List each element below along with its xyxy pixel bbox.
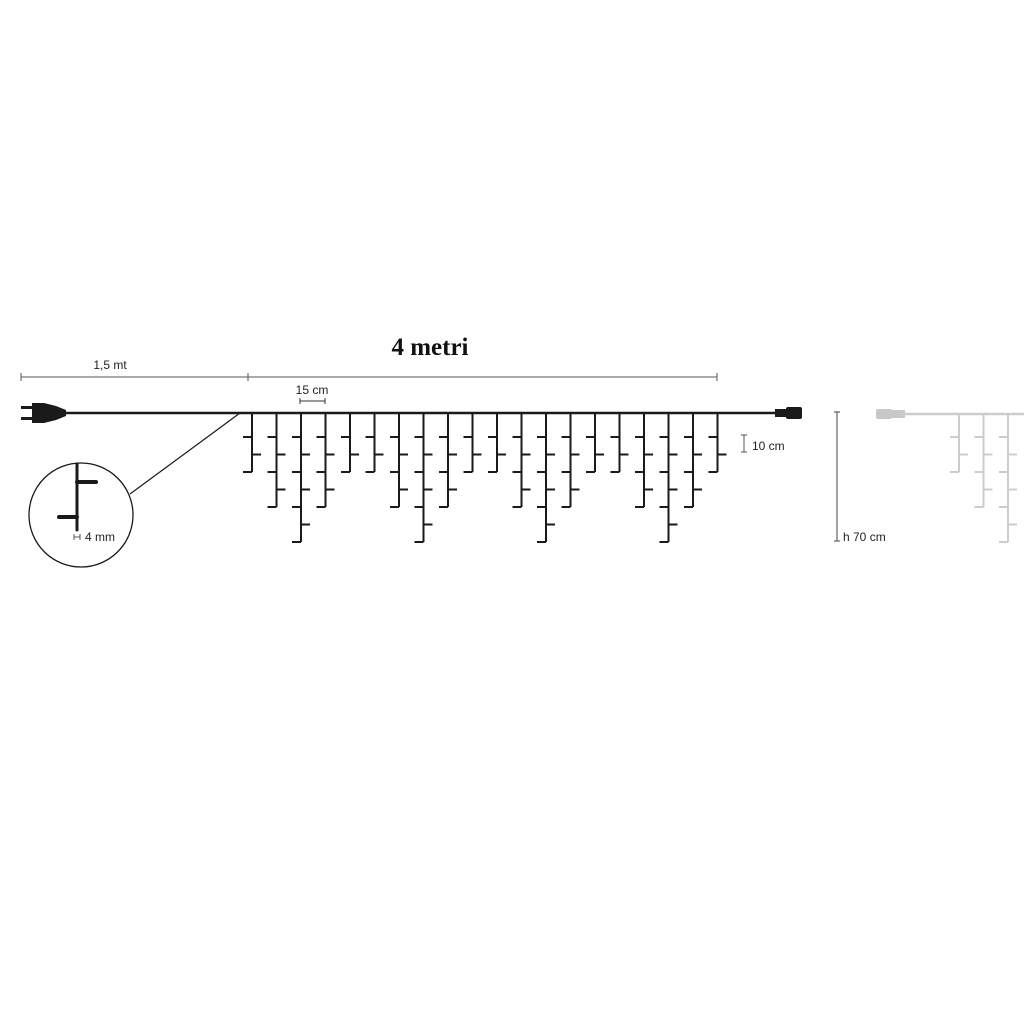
wire-thickness-label: 4 mm [85, 530, 115, 544]
lead-length-label: 1,5 mt [93, 358, 127, 372]
magnifier-circle [28, 462, 134, 568]
dimension-lead [20, 373, 249, 381]
magnifier-pointer [129, 412, 241, 495]
dimension-wire-thickness [73, 534, 81, 540]
bulb-spacing-label: 10 cm [752, 439, 785, 453]
dimension-bulb-spacing [741, 434, 747, 453]
ghost-connector-icon [876, 409, 905, 419]
plug-icon [21, 403, 66, 423]
magnified-wire [57, 462, 98, 532]
dimension-length [248, 373, 718, 381]
end-connector-icon [775, 407, 802, 419]
ghost-drops [950, 413, 1017, 543]
length-title: 4 metri [391, 334, 468, 361]
icicle-drops [243, 413, 727, 543]
dimension-drop-spacing [299, 398, 326, 404]
drop-spacing-label: 15 cm [296, 383, 329, 397]
dimension-height [834, 411, 840, 542]
height-label: h 70 cm [843, 530, 886, 544]
